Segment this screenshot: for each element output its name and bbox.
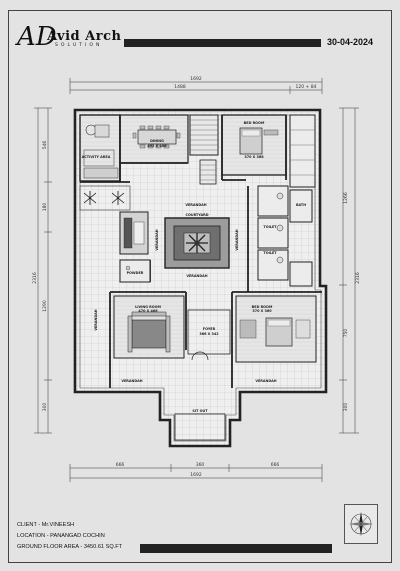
dim-bottom-total: 1692 <box>190 472 202 478</box>
label-bed-room-2-size: 370 X 360 <box>252 309 272 313</box>
label-courtyard: COURTYARD <box>185 213 208 217</box>
dim-top-left: 1488 <box>174 84 186 90</box>
label-verandah-mid: VERANDAH <box>186 274 207 278</box>
label-dining-size: 492 X 486 <box>147 144 167 148</box>
label-toilet-2: TOILET <box>263 251 277 255</box>
sit-out <box>174 413 226 441</box>
label-verandah-left: VERANDAH <box>155 229 159 250</box>
firm-subtitle: SOLUTION <box>55 43 103 48</box>
powder <box>119 259 151 283</box>
left-dimensions <box>34 107 52 434</box>
label-bed-room-1-size: 370 X 368 <box>244 155 264 159</box>
label-dining: DINING <box>150 139 164 143</box>
dim-left-d: 300 <box>42 403 48 412</box>
left-verandah-block <box>119 211 149 255</box>
dim-left-total: 2316 <box>32 272 38 284</box>
label-verandah-right: VERANDAH <box>235 229 239 250</box>
label-bath: BATH <box>296 203 306 207</box>
label-verandah-bl: VERANDAH <box>121 379 142 383</box>
location-line: LOCATION - PANANGAD COCHIN <box>17 533 105 539</box>
label-toilet-1: TOILET <box>263 225 277 229</box>
dim-right-a: 1266 <box>343 192 349 204</box>
label-foyer-size: 366 X 342 <box>199 332 219 336</box>
label-sit-out: SIT OUT <box>192 409 208 413</box>
bottom-dimensions <box>69 464 323 482</box>
label-living-size: 470 X 468 <box>138 309 158 313</box>
footer-bar <box>140 544 332 553</box>
label-powder: POWDER <box>127 271 144 275</box>
bed-room-2 <box>235 295 317 363</box>
dim-bottom-left: 666 <box>116 462 125 468</box>
client-line: CLIENT - Mr.VINEESH <box>17 522 75 528</box>
dim-bottom-right: 666 <box>271 462 280 468</box>
drawing-date: 30-04-2024 <box>327 37 374 47</box>
label-activity-area: ACTIVITY AREA <box>82 155 111 159</box>
area-line: GROUND FLOOR AREA - 3450.61 SQ.FT <box>17 544 123 550</box>
firm-name: Avid Arch <box>47 29 122 44</box>
dim-top-total: 1692 <box>190 76 202 82</box>
dim-left-a: 546 <box>42 141 48 150</box>
sheet-border <box>8 10 392 563</box>
dining-room <box>119 114 189 164</box>
dim-right-c: 300 <box>343 403 349 412</box>
dim-left-c: 1290 <box>42 300 48 312</box>
planter-left <box>79 185 131 211</box>
label-verandah-top: VERANDAH <box>185 203 206 207</box>
bed-room-1 <box>221 114 287 176</box>
dim-right-b: 750 <box>343 329 349 338</box>
living-room <box>113 295 185 359</box>
dim-top-right: 120 + 84 <box>296 84 317 90</box>
compass-icon <box>344 504 378 544</box>
label-bed-room-1: BED ROOM <box>244 121 265 125</box>
label-living-room: LIVING ROOM <box>135 305 161 309</box>
dim-bottom-mid: 360 <box>196 462 205 468</box>
top-dimensions <box>69 78 323 94</box>
courtyard <box>164 217 230 269</box>
logo-mark: AD <box>17 22 57 52</box>
wet-areas <box>257 185 313 287</box>
label-bed-room-2: BED ROOM <box>252 305 273 309</box>
dim-left-b: 180 <box>42 203 48 212</box>
label-foyer: FOYER <box>203 327 216 331</box>
right-dimensions <box>339 107 359 434</box>
right-side-stair <box>289 114 316 188</box>
stair-block <box>189 114 219 185</box>
label-verandah-side: VERANDAH <box>94 309 98 330</box>
dim-right-total: 2316 <box>355 272 361 284</box>
activity-area <box>79 114 121 182</box>
header-bar <box>124 39 321 47</box>
label-verandah-br: VERANDAH <box>255 379 276 383</box>
foyer <box>187 309 231 361</box>
